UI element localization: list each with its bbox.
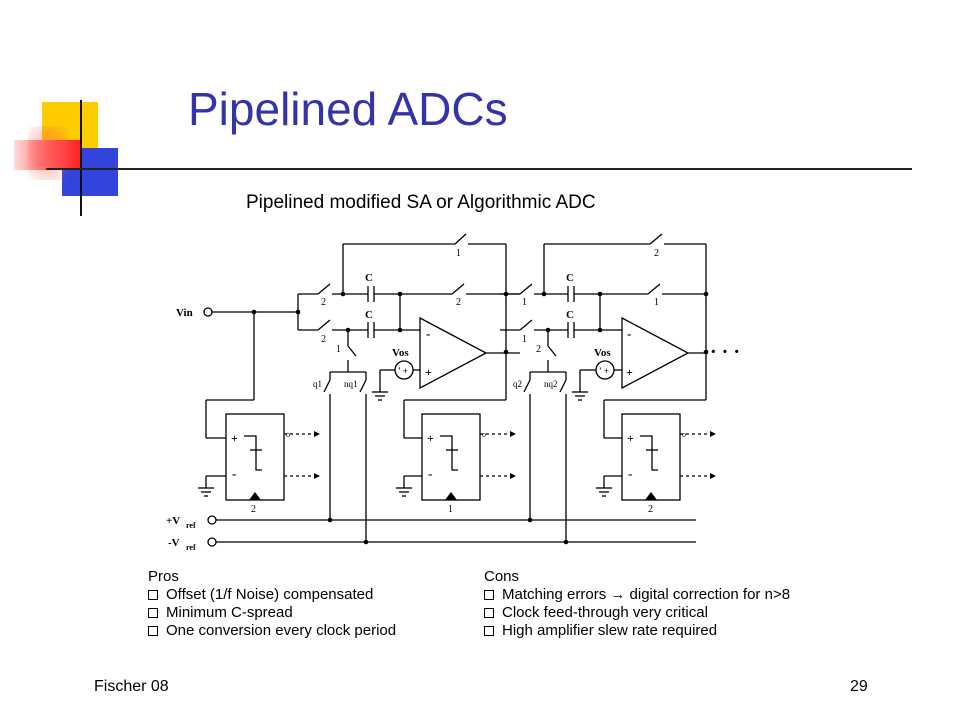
list-item: Offset (1/f Noise) compensated	[148, 586, 396, 604]
comparator-clock-label: 2	[251, 504, 256, 515]
vos-label: Vos	[392, 347, 409, 359]
opamp-minus-mark: -	[426, 326, 430, 341]
list-item-text: Clock feed-through very critical	[502, 604, 708, 621]
cap-label: C	[566, 272, 574, 284]
cons-list: Cons Matching errors → digital correctio…	[484, 568, 790, 640]
output-open-dot: o	[482, 430, 486, 439]
list-item-text: High amplifier slew rate required	[502, 622, 718, 639]
switch-clock-label: 2	[536, 344, 541, 355]
list-item: Clock feed-through very critical	[484, 604, 790, 622]
title-rule-horizontal	[46, 168, 912, 170]
page-title: Pipelined ADCs	[188, 83, 508, 135]
cap-label: C	[365, 309, 373, 321]
checkbox-bullet-icon	[484, 590, 494, 600]
switch-clock-label: 1	[456, 248, 461, 259]
cap-label: C	[365, 272, 373, 284]
vos-polarity-mark: ' +	[599, 366, 609, 376]
switch-clock-label: 1	[654, 297, 659, 308]
opamp-minus-mark: -	[627, 326, 631, 341]
switch-clock-label: 1	[522, 297, 527, 308]
output-open-dot: o	[286, 430, 290, 439]
pros-heading: Pros	[148, 568, 179, 585]
comparator-minus-mark: -	[628, 466, 632, 481]
nq-label: nq1	[344, 379, 358, 389]
vos-polarity-mark: ' +	[398, 366, 408, 376]
comparator-plus-mark: +	[427, 431, 434, 445]
cap-label: C	[566, 309, 574, 321]
vref-pos-label: +V	[166, 515, 180, 527]
checkbox-bullet-icon	[148, 608, 158, 618]
comparator-minus-mark: -	[232, 466, 236, 481]
vos-label: Vos	[594, 347, 611, 359]
checkbox-bullet-icon	[484, 626, 494, 636]
q-label: q1	[313, 379, 322, 389]
list-item-text: Minimum C-spread	[166, 604, 293, 621]
list-item-text: One conversion every clock period	[166, 622, 397, 639]
switch-clock-label: 2	[654, 248, 659, 259]
switch-clock-label: 1	[336, 344, 341, 355]
continuation-dots: · · ·	[710, 341, 740, 363]
list-item-text: Offset (1/f Noise) compensated	[166, 586, 374, 603]
switch-clock-label: 2	[321, 334, 326, 345]
list-item: High amplifier slew rate required	[484, 622, 790, 640]
title-rule-vertical	[80, 100, 82, 216]
footer-author: Fischer 08	[94, 678, 169, 695]
vref-neg-label: -V	[168, 537, 180, 549]
vref-neg-sub: ref	[186, 543, 196, 552]
page-number: 29	[850, 678, 868, 695]
list-item: Matching errors → digital correction for…	[484, 586, 790, 604]
comparator-plus-mark: +	[231, 431, 238, 445]
cons-heading: Cons	[484, 568, 520, 585]
nq-label: nq2	[544, 379, 558, 389]
slide-subtitle: Pipelined modified SA or Algorithmic ADC	[246, 192, 596, 213]
comparator-clock-label: 2	[648, 504, 653, 515]
decor-red-fade	[28, 126, 68, 180]
list-item: Minimum C-spread	[148, 604, 396, 622]
opamp-plus-mark: +	[425, 365, 432, 379]
switch-clock-label: 2	[321, 297, 326, 308]
comparator-plus-mark: +	[627, 431, 634, 445]
vin-label: Vin	[176, 307, 193, 319]
pros-list: Pros Offset (1/f Noise) compensated Mini…	[148, 568, 396, 640]
switch-clock-label: 2	[456, 297, 461, 308]
list-item-text: Matching errors → digital correction for…	[502, 586, 791, 603]
checkbox-bullet-icon	[148, 590, 158, 600]
checkbox-bullet-icon	[148, 626, 158, 636]
switch-clock-label: 1	[522, 334, 527, 345]
list-item: One conversion every clock period	[148, 622, 396, 640]
comparator-minus-mark: -	[428, 466, 432, 481]
comparator-clock-label: 1	[448, 504, 453, 515]
q-label: q2	[513, 379, 522, 389]
vref-pos-sub: ref	[186, 521, 196, 530]
output-open-dot: o	[682, 430, 686, 439]
checkbox-bullet-icon	[484, 608, 494, 618]
opamp-plus-mark: +	[626, 365, 633, 379]
